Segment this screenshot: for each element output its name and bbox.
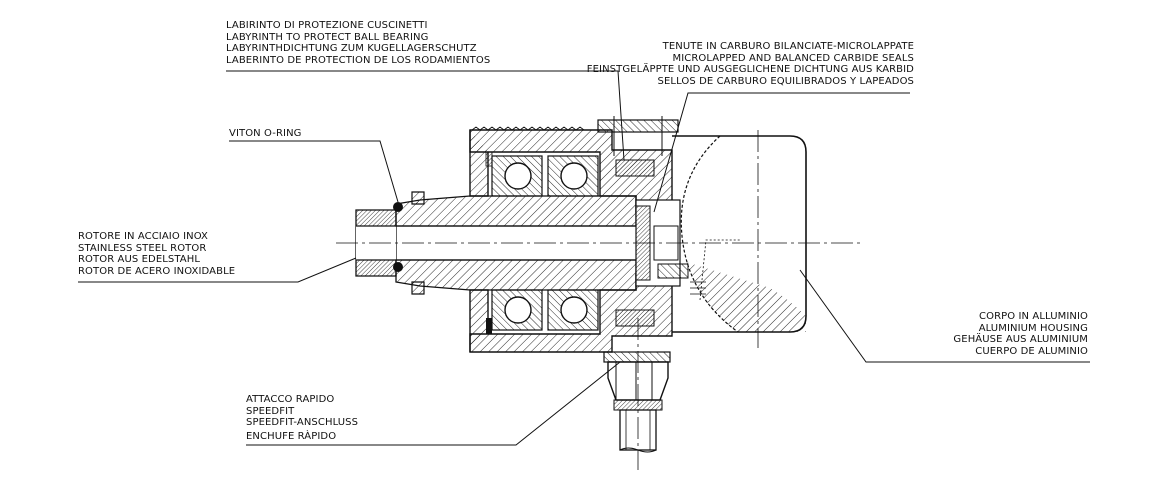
callout-oring-line: VITON O-RING	[229, 128, 302, 139]
callout-seals-line-it: TENUTE IN CARBURO BILANCIATE-MICROLAPPAT…	[662, 41, 914, 52]
callout-rotor-line-it: ROTORE IN ACCIAIO INOX	[78, 231, 208, 242]
callout-seals-line-en: MICROLAPPED AND BALANCED CARBIDE SEALS	[672, 52, 914, 64]
callout-seals-line-de: FEINSTGELÄPPTE UND AUSGEGLICHENE DICHTUN…	[586, 64, 914, 75]
callout-labyrinth-line-en: LABYRINTH TO PROTECT BALL BEARING	[226, 31, 429, 43]
callout-labyrinth-line-es: LABERINTO DE PROTECTION DE LOS RODAMIENT…	[226, 54, 491, 66]
leader-lines	[78, 70, 1090, 446]
callout-housing-line-es: CUERPO DE ALUMINIO	[975, 345, 1088, 357]
callout-housing-line-it: CORPO IN ALLUMINIO	[979, 311, 1088, 322]
callout-labyrinth-line-de: LABYRINTHDICHTUNG ZUM KUGELLAGERSCHUTZ	[226, 43, 477, 54]
callout-labyrinth: LABIRINTO DI PROTEZIONE CUSCINETTI LABYR…	[226, 20, 490, 66]
leader-rotor	[78, 257, 357, 283]
leader-speedfit	[246, 361, 621, 446]
callout-labyrinth-line-it: LABIRINTO DI PROTEZIONE CUSCINETTI	[226, 20, 428, 31]
callout-rotor: ROTORE IN ACCIAIO INOX STAINLESS STEEL R…	[78, 231, 235, 277]
callout-speedfit-line-de: SPEEDFIT-ANSCHLUSS	[246, 417, 359, 428]
leader-oring	[229, 140, 399, 203]
leader-seals	[653, 92, 910, 213]
callout-speedfit-line-es: ENCHUFE RÀPIDO	[246, 430, 337, 442]
leader-labyrinth	[226, 70, 625, 161]
bearing-housing	[469, 116, 679, 363]
ball-bearings	[491, 155, 599, 331]
callout-seals-line-es: SELLOS DE CARBURO EQUILIBRADOS Y LAPEADO…	[657, 75, 914, 87]
callout-rotor-line-de: ROTOR AUS EDELSTAHL	[78, 254, 201, 265]
callout-housing-line-de: GEHÄUSE AUS ALUMINIUM	[953, 334, 1088, 345]
callout-rotor-line-es: ROTOR DE ACERO INOXIDABLE	[78, 265, 236, 277]
callout-speedfit-line-it: ATTACCO RAPIDO	[246, 394, 335, 405]
callout-speedfit: ATTACCO RAPIDO SPEEDFIT SPEEDFIT-ANSCHLU…	[246, 394, 358, 442]
callout-seals: TENUTE IN CARBURO BILANCIATE-MICROLAPPAT…	[587, 41, 914, 87]
callout-oring: VITON O-RING	[229, 128, 302, 140]
housing-body	[672, 135, 807, 333]
speedfit-connector	[607, 361, 669, 453]
center-lines	[336, 130, 862, 470]
callout-speedfit-line-en: SPEEDFIT	[246, 405, 295, 417]
callout-rotor-line-en: STAINLESS STEEL ROTOR	[78, 242, 207, 254]
callout-housing: CORPO IN ALLUMINIO ALUMINIUM HOUSING GEH…	[953, 311, 1088, 357]
rotor-shaft	[355, 191, 660, 295]
callout-housing-line-en: ALUMINIUM HOUSING	[978, 322, 1088, 334]
leader-housing	[799, 269, 1090, 363]
